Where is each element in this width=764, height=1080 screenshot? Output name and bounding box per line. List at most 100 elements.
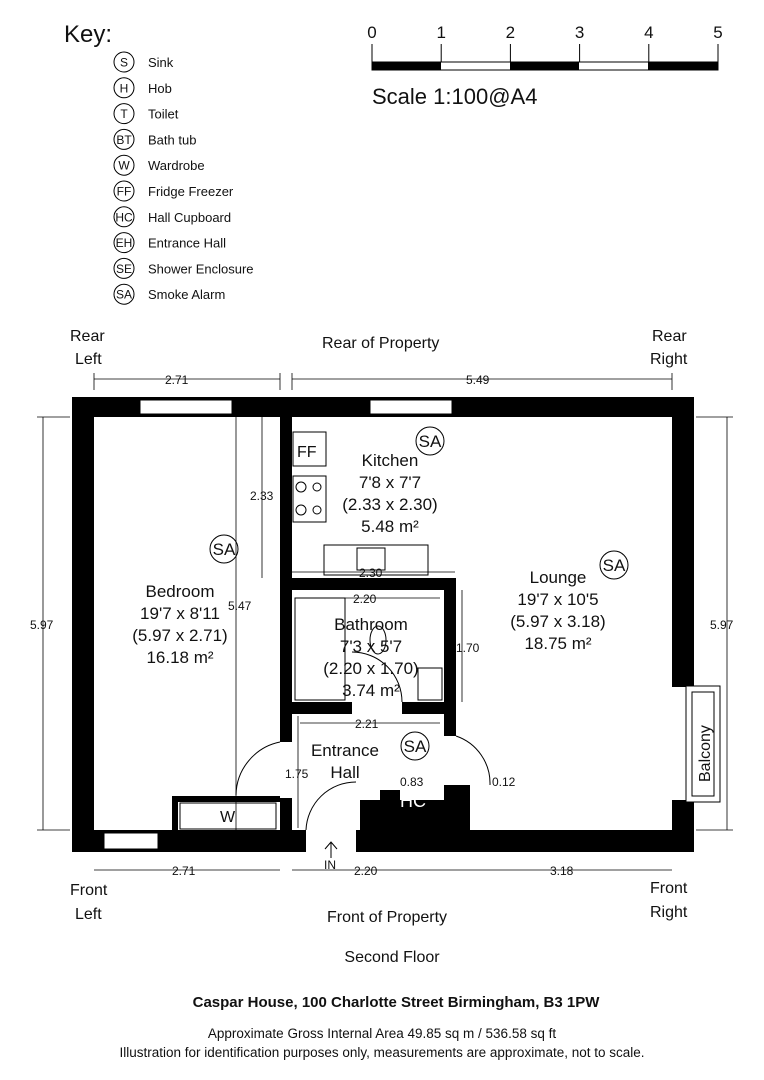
- bathroom-area: 3.74 m²: [342, 681, 400, 700]
- scale-tick-label: 5: [713, 23, 722, 42]
- bedroom-imperial: 19'7 x 8'11: [140, 604, 220, 623]
- scale-tick-label: 2: [506, 23, 515, 42]
- dim-top-right: 5.49: [466, 373, 490, 387]
- key-symbol: [113, 206, 135, 228]
- entrance-hall-name-2: Hall: [330, 763, 359, 782]
- key-label: Bath tub: [148, 132, 196, 147]
- key-symbol: [113, 51, 135, 73]
- room-bathroom: Bathroom 7'3 x 5'7 (2.20 x 1.70) 3.74 m²: [323, 615, 418, 700]
- entrance-hall-name-1: Entrance: [311, 741, 379, 760]
- key-code: S: [120, 56, 128, 70]
- dim-bath-width: 2.20: [353, 592, 377, 606]
- dim-hc-offset: 0.12: [492, 775, 516, 789]
- key-code: W: [118, 159, 130, 173]
- scale-segment: [510, 62, 579, 70]
- room-lounge: Lounge 19'7 x 10'5 (5.97 x 3.18) 18.75 m…: [510, 568, 605, 653]
- bedroom-metric: (5.97 x 2.71): [132, 626, 227, 645]
- key-code: BT: [116, 133, 132, 147]
- key-label: Shower Enclosure: [148, 261, 254, 276]
- bedroom-door-swing: [235, 741, 281, 796]
- smoke-alarm-label: SA: [213, 540, 236, 559]
- bath-tub: [294, 597, 346, 701]
- dim-bottom-right: 3.18: [550, 864, 574, 878]
- scale-tick-label: 0: [367, 23, 376, 42]
- bathroom-door-swing: [351, 651, 403, 703]
- rear-right-label-2: Right: [650, 351, 688, 368]
- kitchen-sink: [323, 544, 429, 576]
- hob-rings: [295, 481, 322, 516]
- fridge-freezer: [292, 431, 327, 467]
- bedroom-area: 16.18 m²: [146, 648, 213, 667]
- rear-left-label-1: Rear: [70, 328, 105, 345]
- key-item: T Toilet: [113, 103, 179, 125]
- entrance-door-swing: [305, 781, 357, 831]
- lounge-area: 18.75 m²: [524, 634, 591, 653]
- rear-left-label-2: Left: [75, 351, 102, 368]
- bathroom-metric: (2.20 x 1.70): [323, 659, 418, 678]
- key-label: Entrance Hall: [148, 236, 226, 251]
- front-left-label-1: Front: [70, 882, 108, 899]
- hob: [292, 475, 327, 523]
- floor-label: Second Floor: [344, 949, 440, 966]
- lounge-imperial: 19'7 x 10'5: [517, 590, 598, 609]
- wardrobe-label: W: [220, 809, 236, 826]
- key-title: Key:: [64, 21, 112, 48]
- fridge-freezer-label: FF: [297, 444, 317, 461]
- smoke-alarm-symbol: [400, 731, 430, 761]
- dim-top-left: 2.71: [165, 373, 189, 387]
- walls: [72, 397, 694, 852]
- key-symbol: [113, 103, 135, 125]
- dim-kitchen-width: 2.30: [359, 566, 383, 580]
- scale-label: Scale 1:100@A4: [372, 84, 537, 109]
- entrance-arrow-icon: [324, 841, 338, 858]
- toilet: [369, 625, 387, 655]
- smoke-alarm-symbol: [599, 550, 629, 580]
- dim-bath-height: 1.70: [456, 641, 480, 655]
- key-label: Hall Cupboard: [148, 210, 231, 225]
- smoke-alarm-symbol: [209, 534, 239, 564]
- key-item: BT Bath tub: [113, 128, 196, 150]
- kitchen-metric: (2.33 x 2.30): [342, 495, 437, 514]
- key-symbol: [113, 283, 135, 305]
- front-right-label-2: Right: [650, 904, 688, 921]
- dim-hall-width: 2.21: [355, 717, 379, 731]
- smoke-alarm-symbol: [415, 426, 445, 456]
- dim-kitchen-height: 2.33: [250, 489, 274, 503]
- key-symbol: [113, 257, 135, 279]
- dim-hall-height: 1.75: [285, 767, 309, 781]
- room-entrance-hall: Entrance Hall: [311, 741, 379, 782]
- smoke-alarm: SA: [400, 731, 430, 761]
- dim-left: 5.97: [30, 618, 54, 632]
- wash-basin: [417, 667, 443, 701]
- front-of-property-label: Front of Property: [327, 909, 447, 926]
- smoke-alarm: SA: [209, 534, 239, 564]
- window-kitchen: [369, 399, 453, 415]
- key-code: T: [120, 107, 128, 121]
- key-label: Smoke Alarm: [148, 287, 225, 302]
- smoke-alarm-label: SA: [404, 737, 427, 756]
- smoke-alarm: SA: [415, 426, 445, 456]
- key-code: FF: [117, 185, 132, 199]
- wardrobe: [179, 802, 277, 830]
- room-kitchen: Kitchen 7'8 x 7'7 (2.33 x 2.30) 5.48 m²: [342, 451, 437, 536]
- disclaimer: Illustration for identification purposes…: [119, 1045, 644, 1060]
- key-symbol: [113, 154, 135, 176]
- key-label: Toilet: [148, 107, 179, 122]
- window-front: [103, 832, 159, 850]
- scale-tick-label: 4: [644, 23, 653, 42]
- dim-hc-width: 0.83: [400, 775, 424, 789]
- key-code: H: [120, 81, 129, 95]
- front-right-label-1: Front: [650, 880, 688, 897]
- dim-bottom-left: 2.71: [172, 864, 196, 878]
